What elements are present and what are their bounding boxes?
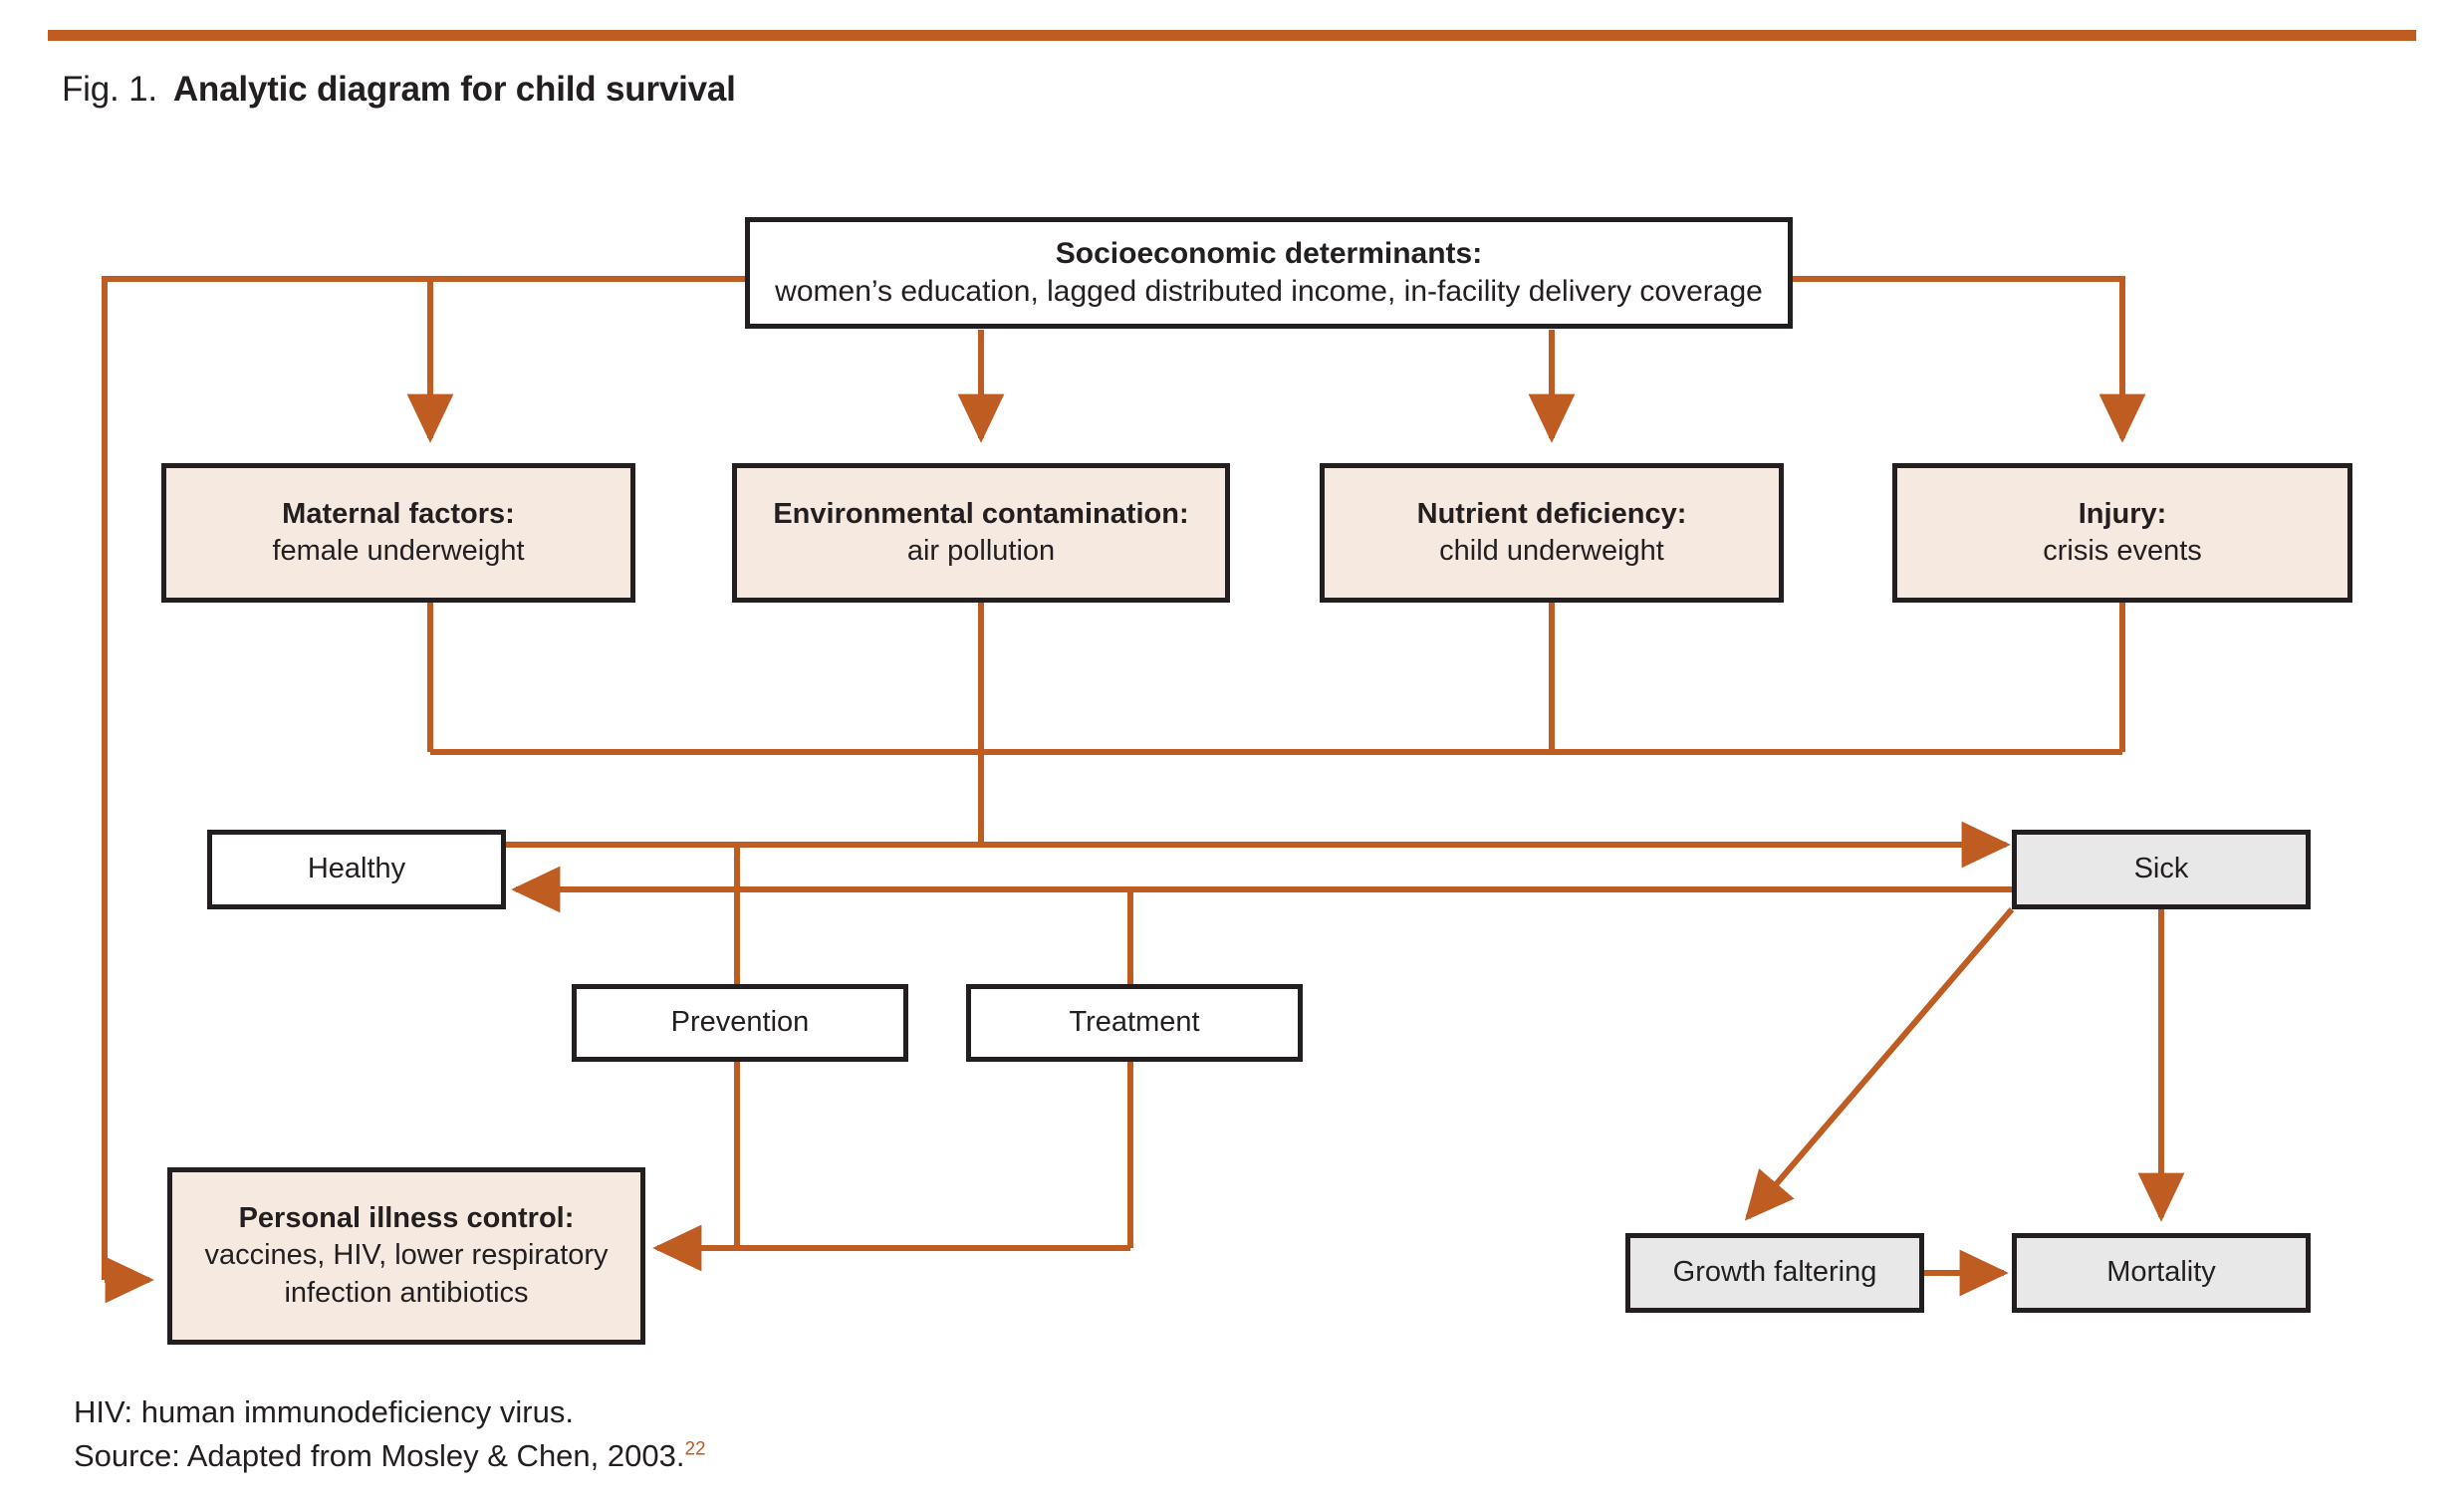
edge-sick-to-growth xyxy=(1744,907,2015,1221)
node-growth-faltering[interactable]: Growth faltering xyxy=(1625,1233,1924,1313)
footnote-source-line: Source: Adapted from Mosley & Chen, 2003… xyxy=(74,1434,706,1478)
node-mortality-label: Mortality xyxy=(2106,1256,2216,1289)
edge-socio-to-injury xyxy=(1793,276,2146,443)
node-maternal-subtitle: female underweight xyxy=(272,535,525,567)
node-pic-title: Personal illness control: xyxy=(238,1202,575,1235)
node-healthy-label: Healthy xyxy=(307,853,406,885)
node-environmental-subtitle: air pollution xyxy=(906,535,1056,567)
node-nutrient-deficiency[interactable]: Nutrient deficiency: child underweight xyxy=(1320,463,1784,603)
figure-label: Fig. 1. xyxy=(62,70,157,109)
node-sick-label: Sick xyxy=(2133,853,2189,885)
node-socioeconomic-subtitle: women’s education, lagged distributed in… xyxy=(775,275,1763,308)
node-maternal-factors[interactable]: Maternal factors: female underweight xyxy=(161,463,635,603)
node-pic-subtitle-line2: infection antibiotics xyxy=(284,1276,529,1309)
node-treatment-label: Treatment xyxy=(1069,1006,1200,1039)
node-treatment[interactable]: Treatment xyxy=(966,984,1303,1062)
node-environmental-title: Environmental contamination: xyxy=(773,497,1189,530)
node-socioeconomic-title: Socioeconomic determinants: xyxy=(1055,236,1483,270)
footnote-abbreviation: HIV: human immunodeficiency virus. xyxy=(74,1394,574,1429)
footnote-source-text: Source: Adapted from Mosley & Chen, 2003… xyxy=(74,1438,685,1474)
node-maternal-title: Maternal factors: xyxy=(282,497,515,530)
node-injury[interactable]: Injury: crisis events xyxy=(1892,463,2352,603)
node-growth-faltering-label: Growth faltering xyxy=(1672,1256,1877,1289)
node-socioeconomic-determinants[interactable]: Socioeconomic determinants: women’s educ… xyxy=(745,217,1793,329)
footnote-source-ref: 22 xyxy=(684,1438,706,1460)
node-nutrient-subtitle: child underweight xyxy=(1439,535,1664,567)
node-prevention[interactable]: Prevention xyxy=(572,984,908,1062)
node-healthy[interactable]: Healthy xyxy=(207,830,506,909)
figure-title: Analytic diagram for child survival xyxy=(172,70,736,109)
node-personal-illness-control[interactable]: Personal illness control: vaccines, HIV,… xyxy=(167,1167,645,1345)
node-injury-title: Injury: xyxy=(2078,497,2167,530)
node-prevention-label: Prevention xyxy=(670,1006,810,1039)
node-sick[interactable]: Sick xyxy=(2012,830,2311,909)
node-mortality[interactable]: Mortality xyxy=(2012,1233,2311,1313)
figure-footnote: HIV: human immunodeficiency virus. Sourc… xyxy=(74,1390,706,1478)
figure-caption: Fig. 1. Analytic diagram for child surviv… xyxy=(62,70,736,110)
accent-rule xyxy=(48,30,2416,41)
edge-socio-to-pic-trunk xyxy=(102,276,745,1280)
node-environmental-contamination[interactable]: Environmental contamination: air polluti… xyxy=(732,463,1230,603)
node-pic-subtitle-line1: vaccines, HIV, lower respiratory xyxy=(204,1239,609,1272)
node-injury-subtitle: crisis events xyxy=(2043,535,2202,567)
node-nutrient-title: Nutrient deficiency: xyxy=(1416,497,1687,530)
